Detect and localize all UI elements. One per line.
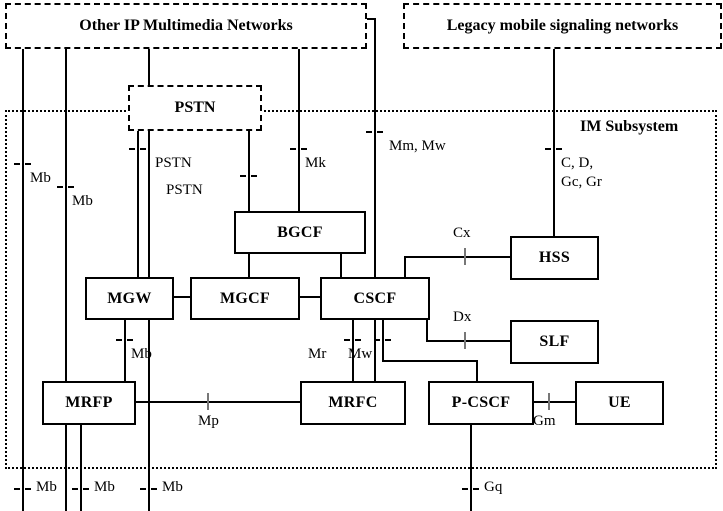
node-ue[interactable]: UE [575, 381, 664, 425]
connector-mrfp-bottom [80, 421, 82, 511]
tick-pstn-1 [129, 148, 146, 150]
tick-c-d-gc-gr [545, 148, 562, 150]
label-mb-mgw-mrfp: Mb [131, 346, 152, 362]
tick-mw [374, 339, 391, 341]
tick-mb-bottom-2 [72, 488, 89, 490]
node-cscf-label: CSCF [353, 289, 397, 307]
connector-mgw-mgcf [170, 296, 190, 298]
node-p-cscf[interactable]: P-CSCF [428, 381, 534, 425]
label-gq: Gq [484, 479, 503, 495]
connector-mw-horizontal [382, 360, 478, 362]
node-mrfc[interactable]: MRFC [300, 381, 406, 425]
node-mgw-label: MGW [107, 289, 152, 307]
label-mp: Mp [198, 413, 219, 429]
tick-mb-2 [57, 186, 74, 188]
trunk-line-mb-1 [22, 45, 24, 511]
node-bgcf-label: BGCF [277, 223, 323, 241]
tick-pstn-2 [240, 175, 257, 177]
connector-mw-vertical-1 [382, 316, 384, 361]
node-p-cscf-label: P-CSCF [451, 394, 511, 411]
tick-mp [207, 393, 209, 410]
domain-other-ip-multimedia-networks: Other IP Multimedia Networks [5, 3, 367, 49]
label-mk: Mk [305, 155, 326, 171]
connector-mb-mgw-mrfp [124, 316, 126, 381]
connector-mgcf-cscf [296, 296, 320, 298]
node-hss[interactable]: HSS [510, 236, 599, 280]
label-mb-1: Mb [30, 170, 51, 186]
tick-mm-mw [366, 131, 383, 133]
connector-dx-horizontal [426, 340, 510, 342]
connector-bgcf-cscf [340, 250, 342, 277]
connector-mp [132, 401, 300, 403]
trunk-line-pstn-2 [248, 127, 250, 277]
tick-mb-mgw-mrfp [116, 339, 133, 341]
connector-other-ip-corner-h [361, 18, 376, 20]
trunk-line-mk [298, 45, 300, 211]
domain-pstn-label: PSTN [174, 99, 216, 116]
label-mb-2: Mb [72, 193, 93, 209]
node-ue-label: UE [608, 394, 631, 411]
domain-legacy-mobile-signaling-networks: Legacy mobile signaling networks [403, 3, 722, 49]
label-c-d: C, D, [561, 155, 594, 171]
label-gm: Gm [533, 413, 556, 429]
label-mb-bottom-1: Mb [36, 479, 57, 495]
node-mrfp-label: MRFP [65, 394, 113, 411]
trunk-line-mb-2 [65, 45, 67, 511]
tick-mk [290, 148, 307, 150]
domain-other-ip-label: Other IP Multimedia Networks [79, 17, 293, 34]
domain-pstn: PSTN [128, 85, 262, 131]
trunk-line-mm-mw [374, 18, 376, 277]
label-dx: Dx [453, 309, 472, 325]
connector-gq [470, 421, 472, 511]
tick-mb-1 [14, 163, 31, 165]
label-cx: Cx [453, 225, 471, 241]
tick-mb-bottom-1 [14, 488, 31, 490]
node-mgcf-label: MGCF [219, 289, 271, 307]
label-pstn-1: PSTN [155, 155, 192, 171]
label-mw: Mw [348, 346, 373, 362]
connector-mm-mw-to-mrfc [374, 316, 376, 381]
im-subsystem-region [5, 110, 717, 469]
connector-bgcf-mgcf [248, 250, 250, 277]
connector-mr [352, 316, 354, 381]
node-mrfp[interactable]: MRFP [42, 381, 136, 425]
label-mr: Mr [308, 346, 327, 362]
label-pstn-2: PSTN [166, 182, 203, 198]
node-mrfc-label: MRFC [328, 394, 378, 411]
tick-mb-bottom-3 [140, 488, 157, 490]
tick-gm [548, 393, 550, 410]
node-slf[interactable]: SLF [510, 320, 599, 364]
label-mb-bottom-3: Mb [162, 479, 183, 495]
connector-gm [530, 401, 575, 403]
trunk-line-pstn-1 [137, 127, 139, 277]
node-hss-label: HSS [538, 249, 571, 266]
node-mgcf[interactable]: MGCF [190, 277, 300, 320]
connector-cx-horizontal [404, 256, 510, 258]
tick-dx [464, 332, 466, 349]
node-bgcf[interactable]: BGCF [234, 211, 366, 254]
trunk-line-c-d-gc-gr [553, 45, 555, 236]
domain-legacy-label: Legacy mobile signaling networks [446, 17, 679, 34]
tick-mr [344, 339, 361, 341]
connector-mw-vertical-2 [476, 360, 478, 381]
im-subsystem-title: IM Subsystem [580, 118, 679, 135]
connector-cx-vertical [404, 256, 406, 277]
label-mm-mw: Mm, Mw [389, 138, 446, 154]
label-mb-bottom-2: Mb [94, 479, 115, 495]
node-cscf[interactable]: CSCF [320, 277, 430, 320]
tick-cx [464, 248, 466, 265]
node-slf-label: SLF [539, 333, 570, 350]
node-mgw[interactable]: MGW [85, 277, 174, 320]
connector-dx-vertical [426, 316, 428, 340]
label-gc-gr: Gc, Gr [561, 174, 602, 190]
tick-gq [462, 488, 479, 490]
